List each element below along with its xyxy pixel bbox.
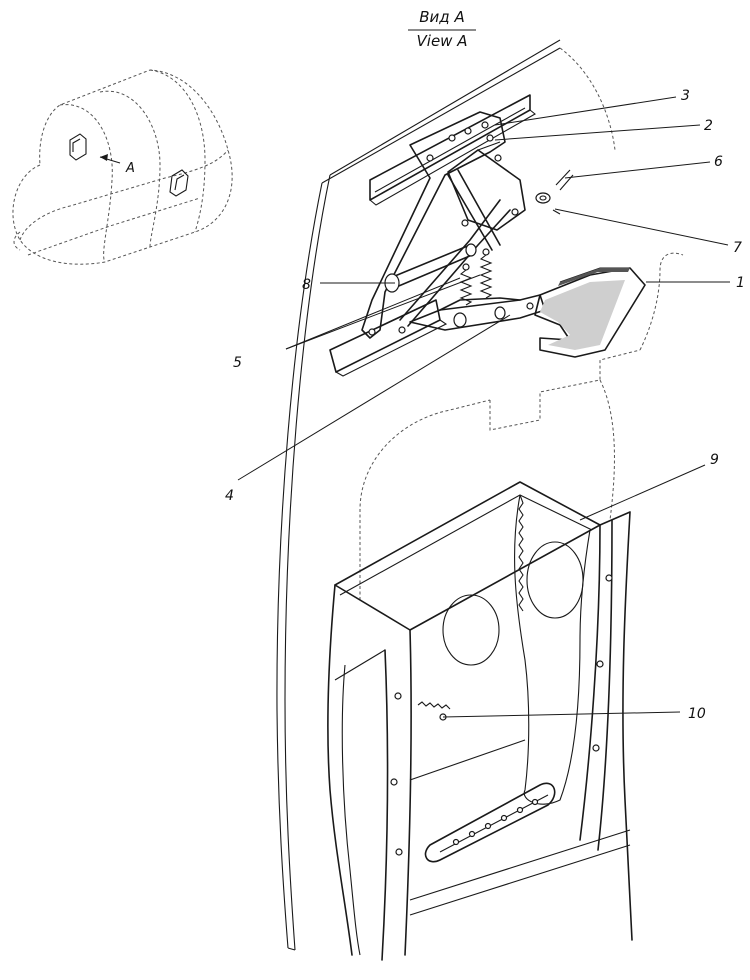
callout-3: 3 [681, 88, 690, 104]
lower-rail [329, 299, 448, 377]
callout-2: 2 [704, 118, 713, 134]
wall-cutout [359, 252, 684, 600]
leader-lines [237, 96, 730, 718]
callout-10: 10 [688, 706, 706, 722]
view-title-en: View A [417, 32, 468, 50]
fuselage-inset: A [12, 69, 233, 265]
inset-marker-label: A [125, 161, 135, 176]
callout-4: 4 [225, 488, 234, 504]
pin-and-cotter [535, 169, 574, 215]
latch-linkage [409, 294, 546, 331]
callout-9: 9 [710, 452, 719, 468]
upper-rail [369, 94, 536, 206]
fuselage-panel [276, 39, 616, 951]
view-title: Вид А View A [408, 8, 476, 50]
callout-8: 8 [302, 277, 311, 293]
handle [534, 267, 646, 358]
lower-frame [327, 481, 633, 961]
callout-1: 1 [736, 275, 745, 291]
callout-5: 5 [233, 355, 242, 371]
callout-7: 7 [733, 240, 742, 256]
callout-6: 6 [714, 154, 723, 170]
view-title-ru: Вид А [419, 8, 464, 26]
callouts: 1 2 3 4 5 6 7 8 9 10 [225, 88, 745, 722]
hinge-mechanism [361, 111, 526, 339]
